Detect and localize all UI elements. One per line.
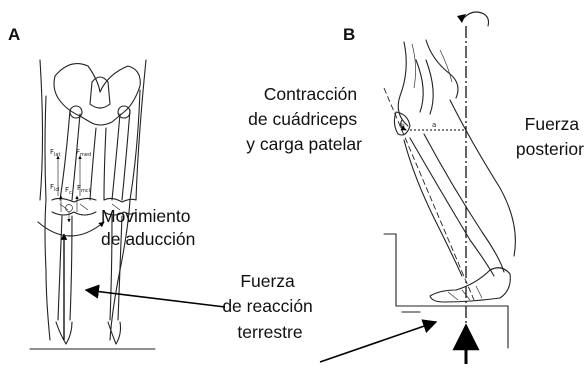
panel-a-label: A — [8, 25, 20, 44]
quadriceps-label: Contracción de cuádriceps y carga patela… — [246, 84, 362, 154]
lower-limb-frontal-drawing — [29, 59, 156, 350]
f-mcl-label: Fmcl — [77, 184, 90, 194]
grf-arrow-to-b — [319, 319, 438, 363]
knee-lateral-drawing: a — [383, 11, 516, 364]
posterior-force-label: Fuerza posterior — [516, 114, 584, 159]
adduction-movement-label: Movimiento de aducción — [101, 206, 195, 249]
f-lcl-label: Flcl — [50, 183, 60, 193]
ground-reaction-force-label: Fuerza de reacción terrestre — [222, 271, 317, 342]
lever-arm-label: a — [432, 121, 436, 129]
f-lat-label: Flat — [50, 148, 60, 158]
f-med-label: Fmed — [76, 148, 91, 158]
force-labels: Flat Fmed Flcl Fmcl Fc — [50, 148, 91, 196]
grf-arrow-to-a — [84, 284, 226, 308]
f-c-label: Fc — [65, 186, 72, 196]
panel-b-label: B — [343, 25, 355, 44]
